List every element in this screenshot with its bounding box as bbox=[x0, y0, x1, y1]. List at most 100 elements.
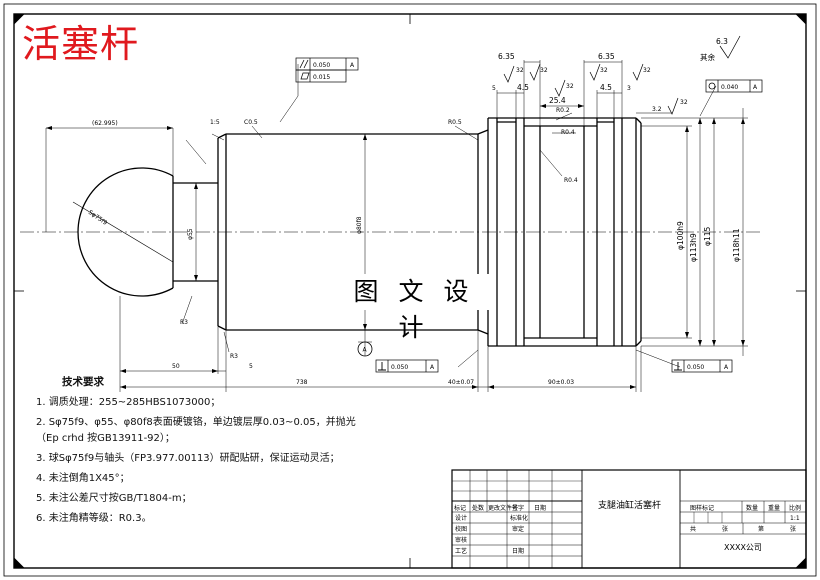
dim-neck-dia: φ55 bbox=[187, 228, 194, 240]
tb-right-header-0: 图样标记 bbox=[690, 504, 714, 512]
roughness-value-4: 32 bbox=[600, 67, 608, 74]
perpendicularity-icon bbox=[378, 362, 386, 371]
dim-top-635-b: 6.35 bbox=[598, 52, 615, 61]
tb-sheet-total: 共 bbox=[690, 525, 696, 533]
tb-role-3: 工艺 bbox=[455, 547, 467, 555]
roughness-general-value: 6.3 bbox=[716, 37, 728, 46]
tb-sheet-of2: 张 bbox=[790, 525, 796, 533]
roughness-value-6: 32 bbox=[680, 99, 688, 106]
roughness-general-icon bbox=[719, 35, 741, 59]
parallelism-value: 0.050 bbox=[313, 62, 330, 69]
outer-frame bbox=[3, 3, 817, 577]
runout-value: 0.040 bbox=[721, 84, 738, 91]
dim-sphere-width: (62.995) bbox=[92, 120, 118, 127]
perp-right-value: 0.050 bbox=[687, 364, 704, 371]
part-outline bbox=[77, 117, 642, 347]
roughness-value-5: 32 bbox=[643, 67, 651, 74]
note-item: 3. 球Sφ75f9与轴头（FP3.977.00113）研配贴研，保证运动灵活； bbox=[36, 453, 340, 464]
tb-sheet-no: 第 bbox=[758, 525, 764, 533]
roughness-general-label: 其余 bbox=[700, 52, 715, 62]
runout-icon bbox=[708, 82, 716, 90]
roughness-texts: 32 32 32 32 32 32 6.3 其余 bbox=[516, 37, 728, 106]
tb-header-2: 更改文件号 bbox=[488, 504, 518, 512]
note-item: 1. 调质处理：255~285HBS1073000； bbox=[36, 397, 221, 408]
title-block-texts: 标记 处数 更改文件号 签字 日期 设计 校图 审核 工艺 标准化 审定 日期 … bbox=[454, 499, 801, 555]
flatness-value: 0.015 bbox=[313, 74, 330, 81]
flatness-icon bbox=[300, 72, 310, 80]
dim-bottom-40: 40±0.07 bbox=[448, 379, 474, 386]
roughness-value-3: 32 bbox=[566, 83, 574, 90]
dim-piston-dia-2: φ113h9 bbox=[689, 233, 698, 262]
dim-top-254: 25.4 bbox=[549, 96, 566, 105]
perp-right-datum: A bbox=[724, 364, 729, 371]
dim-edge-c: C0.5 bbox=[244, 119, 258, 126]
parallelism-datum: A bbox=[350, 62, 355, 69]
dim-r3-a: R3 bbox=[180, 319, 188, 326]
tb-part-name: 支腿油缸活塞杆 bbox=[598, 499, 661, 511]
dim-r05: R0.5 bbox=[448, 119, 462, 126]
perp-left-value: 0.050 bbox=[391, 364, 408, 371]
roughness-value-2: 32 bbox=[540, 67, 548, 74]
dimension-lines bbox=[45, 60, 748, 392]
dim-r02: R0.2 bbox=[556, 107, 570, 114]
dim-piston-dia-1: φ100h9 bbox=[676, 221, 685, 250]
dim-r04: R0.4 bbox=[561, 129, 575, 136]
note-item: 4. 未注倒角1X45°； bbox=[36, 473, 130, 484]
dim-piston-dia-4: φ118h11 bbox=[732, 228, 741, 262]
roughness-value-1: 32 bbox=[516, 67, 524, 74]
datum-symbol: A bbox=[357, 341, 373, 357]
note-item: 5. 未注公差尺寸按GB/T1804-m； bbox=[36, 493, 192, 504]
watermark-text: 图 文 设 计 bbox=[334, 274, 494, 342]
dim-cone-note: 1:5 bbox=[210, 119, 220, 126]
tb-header-0: 标记 bbox=[454, 504, 466, 512]
tb-mid-2: 日期 bbox=[512, 547, 524, 555]
dim-bottom-90: 90±0.03 bbox=[548, 379, 574, 386]
perp-left-datum: A bbox=[430, 364, 435, 371]
dim-top-5: 5 bbox=[492, 85, 496, 92]
dim-rod-dia: φ80f8 bbox=[356, 216, 363, 234]
dim-bottom-5: 5 bbox=[249, 363, 253, 370]
tolerance-frame-runout: 0.040 A bbox=[705, 79, 763, 93]
tb-role-2: 审核 bbox=[455, 536, 467, 544]
tb-sheet-of: 张 bbox=[722, 525, 728, 533]
dim-top-635-a: 6.35 bbox=[498, 52, 515, 61]
tb-mid-0: 标准化 bbox=[510, 514, 528, 522]
dim-r04b: R0.4 bbox=[564, 177, 578, 184]
runout-datum: A bbox=[753, 84, 758, 91]
note-item: 2. Sφ75f9、φ55、φ80f8表面硬镀铬，单边镀层厚0.03~0.05，… bbox=[36, 417, 356, 428]
tb-right-header-1: 数量 bbox=[746, 504, 758, 512]
dim-r3-b: R3 bbox=[230, 353, 238, 360]
dim-top-3: 3 bbox=[627, 85, 631, 92]
tb-company: XXXX公司 bbox=[724, 543, 762, 552]
tb-scale: 1:1 bbox=[790, 515, 800, 522]
tb-right-header-2: 重量 bbox=[768, 504, 780, 512]
centering-marks bbox=[13, 13, 807, 569]
tb-header-1: 处数 bbox=[472, 504, 484, 512]
roughness-symbols bbox=[503, 35, 741, 115]
dim-bottom-738: 738 bbox=[296, 379, 308, 386]
dim-top-32: 3.2 bbox=[652, 106, 662, 113]
perpendicularity-icon-2 bbox=[674, 362, 682, 371]
dim-sphere-dia: Sφ75f9 bbox=[87, 209, 109, 227]
tb-header-3: 签字 bbox=[512, 504, 524, 512]
tb-header-4: 日期 bbox=[534, 504, 546, 512]
drawing-title: 活塞杆 bbox=[22, 22, 140, 66]
technical-notes: 技术要求 1. 调质处理：255~285HBS1073000； 2. Sφ75f… bbox=[36, 374, 406, 533]
tb-role-0: 设计 bbox=[455, 514, 467, 522]
arrowheads bbox=[46, 104, 745, 389]
dim-top-45-b: 4.5 bbox=[600, 83, 612, 92]
tolerance-frame-perp-right: 0.050 A bbox=[671, 359, 733, 373]
datum-label: A bbox=[363, 347, 368, 354]
tb-role-1: 校图 bbox=[455, 525, 467, 533]
sphere-radius-line bbox=[72, 201, 174, 263]
dim-piston-dia-3: φ115 bbox=[703, 227, 712, 246]
dim-top-45-a: 4.5 bbox=[517, 83, 529, 92]
tolerance-frame-parallelism: 0.050 A 0.015 bbox=[295, 57, 359, 83]
tb-mid-1: 审定 bbox=[512, 525, 524, 533]
tolerance-frame-perp-left: 0.050 A bbox=[375, 359, 439, 373]
dim-bottom-50: 50 bbox=[172, 363, 180, 370]
note-item: 6. 未注角精等级：R0.3。 bbox=[36, 513, 152, 524]
title-block bbox=[451, 469, 807, 569]
tb-right-header-3: 比例 bbox=[789, 504, 801, 512]
